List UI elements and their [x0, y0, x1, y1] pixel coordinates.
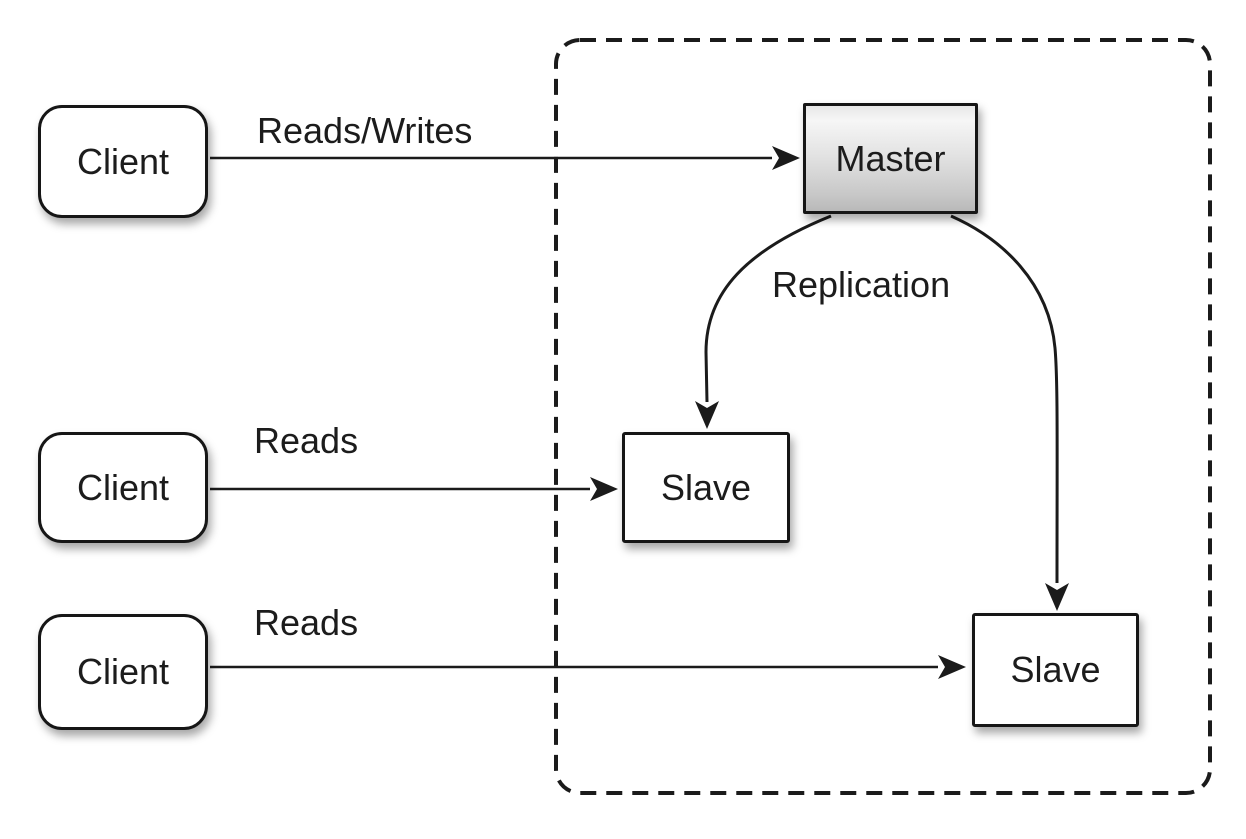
edge-label-replication: Replication [772, 264, 951, 305]
node-client-top: Client [38, 105, 208, 218]
edge-label-reads-bottom: Reads [254, 602, 359, 643]
arrowhead-client2-slave1 [590, 477, 618, 501]
node-client-middle: Client [38, 432, 208, 543]
arrowhead-client3-slave2 [938, 655, 966, 679]
edge-curve-master-slave2 [950, 214, 1059, 584]
node-client-bottom: Client [38, 614, 208, 730]
node-label: Client [76, 140, 170, 182]
cluster-boundary-dashed-box [554, 38, 1212, 795]
node-label: Slave [660, 466, 752, 508]
arrowhead-master-slave2 [1045, 583, 1069, 611]
arrowhead-client1-master [772, 146, 800, 170]
edge-label-reads-middle: Reads [254, 420, 359, 461]
arrowhead-master-slave1 [695, 401, 719, 429]
edge-label-reads-writes: Reads/Writes [257, 110, 473, 151]
node-master: Master [803, 103, 978, 214]
node-label: Client [76, 466, 170, 508]
edge-curve-master-slave1 [704, 214, 832, 403]
node-label: Slave [1010, 649, 1101, 690]
node-slave-1: Slave [622, 432, 790, 543]
node-label: Client [76, 651, 170, 692]
node-slave-2: Slave [972, 613, 1139, 727]
node-label: Master [835, 137, 946, 179]
